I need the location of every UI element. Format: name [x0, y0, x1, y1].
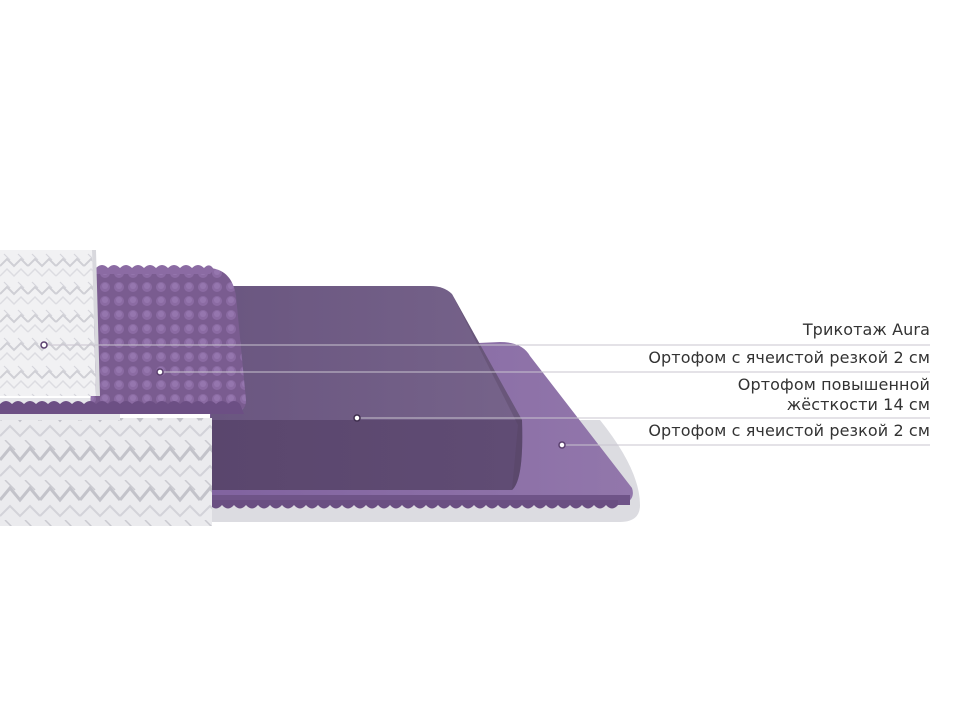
label-bottom-foam: Ортофом с ячеистой резкой 2 см [648, 421, 930, 441]
layer-markers [40, 341, 566, 449]
marker-bottom-foam[interactable] [558, 441, 566, 449]
marker-core[interactable] [353, 414, 361, 422]
label-core: Ортофом повышенной жёсткости 14 см [738, 375, 930, 415]
label-knit-text: Трикотаж Aura [802, 320, 930, 339]
label-knit: Трикотаж Aura [803, 320, 930, 340]
label-bottom-foam-text: Ортофом с ячеистой резкой 2 см [648, 421, 930, 440]
knit-top-panel [0, 250, 100, 396]
marker-knit[interactable] [40, 341, 48, 349]
marker-top-foam[interactable] [156, 368, 164, 376]
core-foam-block [210, 286, 523, 490]
top-foam-layer [0, 265, 246, 414]
label-core-line-1: Ортофом повышенной [737, 375, 930, 394]
label-core-line-2: жёсткости 14 см [786, 395, 930, 414]
label-top-foam: Ортофом с ячеистой резкой 2 см [648, 348, 930, 368]
leader-lines [44, 344, 930, 446]
label-top-foam-text: Ортофом с ячеистой резкой 2 см [648, 348, 930, 367]
knit-cover-side [0, 418, 212, 526]
